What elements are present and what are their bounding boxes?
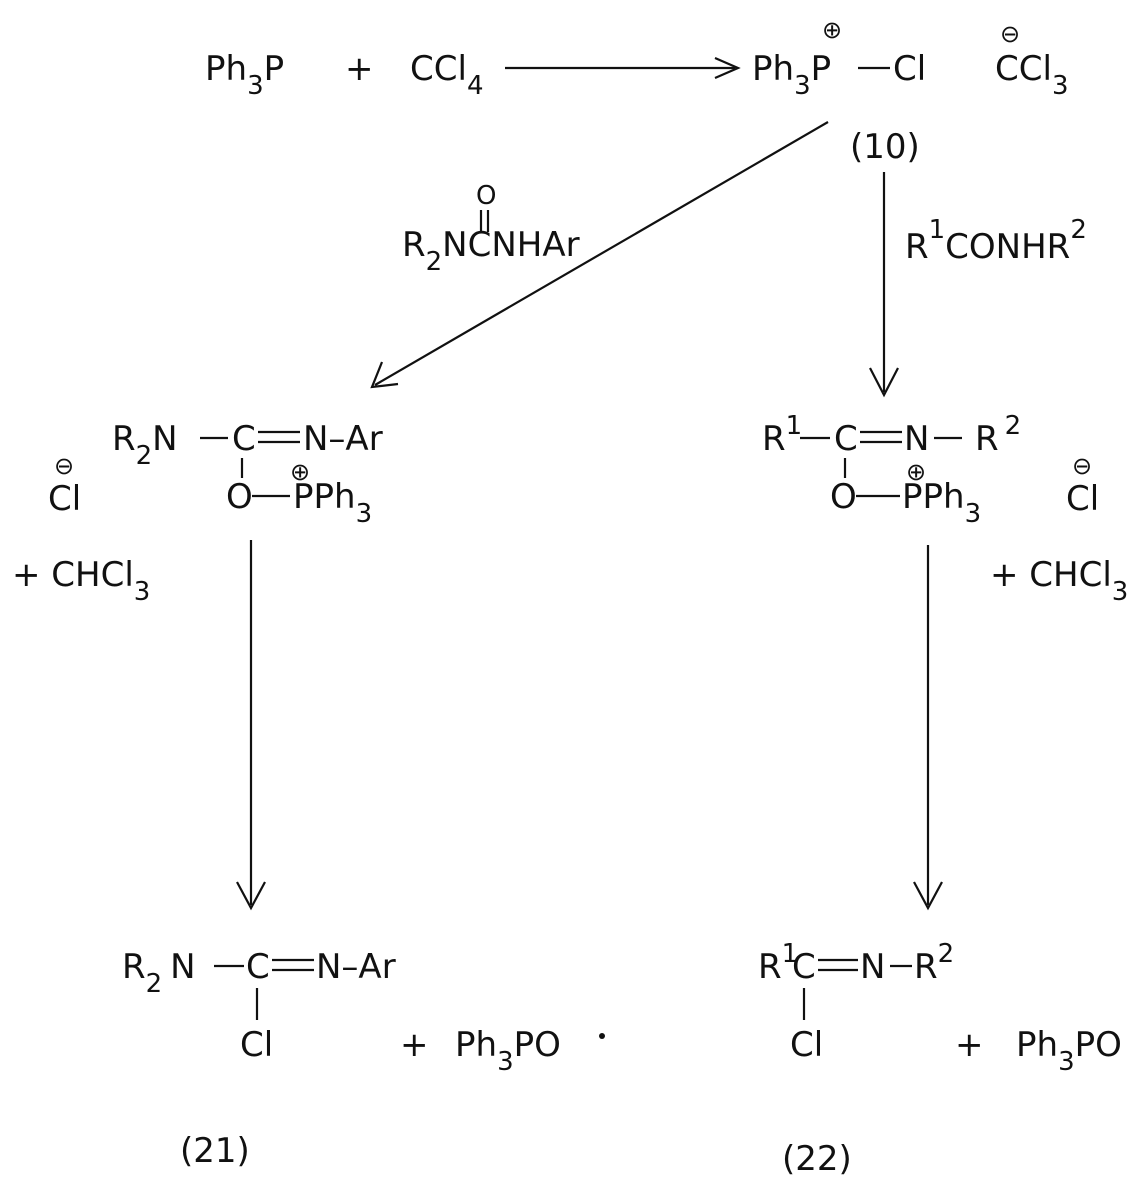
left-down-arrow: [236, 540, 266, 911]
right-int-oxygen: O: [830, 477, 857, 517]
ccl4-reagent: CCl4: [410, 49, 483, 101]
prod21-ph3po: Ph3PO: [455, 1025, 561, 1077]
prod22-cl: Cl: [790, 1025, 823, 1065]
compound-label-22: (22): [782, 1139, 852, 1179]
prod22-plus: +: [955, 1025, 984, 1065]
phosphonium-prefix: Ph3P: [752, 49, 831, 101]
left-int-r2n: R2N: [112, 419, 178, 471]
compound-label-21: (21): [180, 1131, 250, 1171]
right-down-arrow: [913, 545, 943, 911]
prod21-plus: +: [400, 1025, 429, 1065]
left-intermediate: R2N C N–Ar O ⊕ PPh3 ⊖ Cl + CHCl3: [12, 419, 383, 607]
prod21-nar: N–Ar: [316, 947, 396, 987]
top-reaction: Ph3P + CCl4 Ph3P ⊕ Cl ⊖ CCl3 (10): [205, 16, 1068, 167]
prod21-carbon: C: [246, 947, 270, 987]
prod22-ph3po: Ph3PO: [1016, 1025, 1122, 1077]
compound-label-10: (10): [850, 127, 920, 167]
left-chcl3: + CHCl3: [12, 555, 150, 607]
left-chloride: Cl: [48, 479, 81, 519]
right-int-pph3: PPh3: [902, 477, 981, 529]
left-chloride-minus-icon: ⊖: [54, 452, 74, 480]
prod22-r1: R1: [758, 939, 798, 987]
prod22-n: N: [860, 947, 885, 987]
product-22: R1 C N R2 Cl + Ph3PO (22): [758, 939, 1122, 1179]
urea-formula: R2NCNHAr: [402, 225, 580, 277]
prod21-cl: Cl: [240, 1025, 273, 1065]
left-int-oxygen: O: [226, 477, 253, 517]
right-int-plus-icon: ⊕: [906, 458, 926, 486]
phosphonium-cl: Cl: [893, 49, 926, 89]
right-branch-arrow: [869, 172, 899, 398]
left-int-plus-icon: ⊕: [290, 458, 310, 486]
left-int-pph3: PPh3: [293, 477, 372, 529]
right-chcl3: + CHCl3: [990, 555, 1128, 607]
left-int-nar: N–Ar: [303, 419, 383, 459]
right-chloride-minus-icon: ⊖: [1072, 452, 1092, 480]
right-chloride: Cl: [1066, 479, 1099, 519]
plus-charge-icon: ⊕: [822, 16, 842, 44]
prod22-r2: R2: [914, 939, 954, 987]
ph3p-reagent: Ph3P: [205, 49, 284, 101]
urea-reagent: O R2NCNHAr: [402, 181, 580, 277]
plus-sign: +: [345, 49, 374, 89]
left-int-carbon: C: [232, 419, 256, 459]
arrowhead: [714, 56, 741, 80]
right-int-carbon: C: [834, 419, 858, 459]
stray-dot: [599, 1033, 605, 1039]
minus-charge-icon: ⊖: [1000, 20, 1020, 48]
right-int-r1: R1: [762, 411, 802, 459]
ccl3-anion: CCl3: [995, 49, 1068, 101]
prod22-carbon: C: [792, 947, 816, 987]
carbonyl-oxygen: O: [476, 181, 496, 211]
amide-reagent: R1CONHR2: [905, 215, 1087, 267]
left-branch-arrow: [370, 121, 829, 389]
right-int-n: N: [904, 419, 929, 459]
